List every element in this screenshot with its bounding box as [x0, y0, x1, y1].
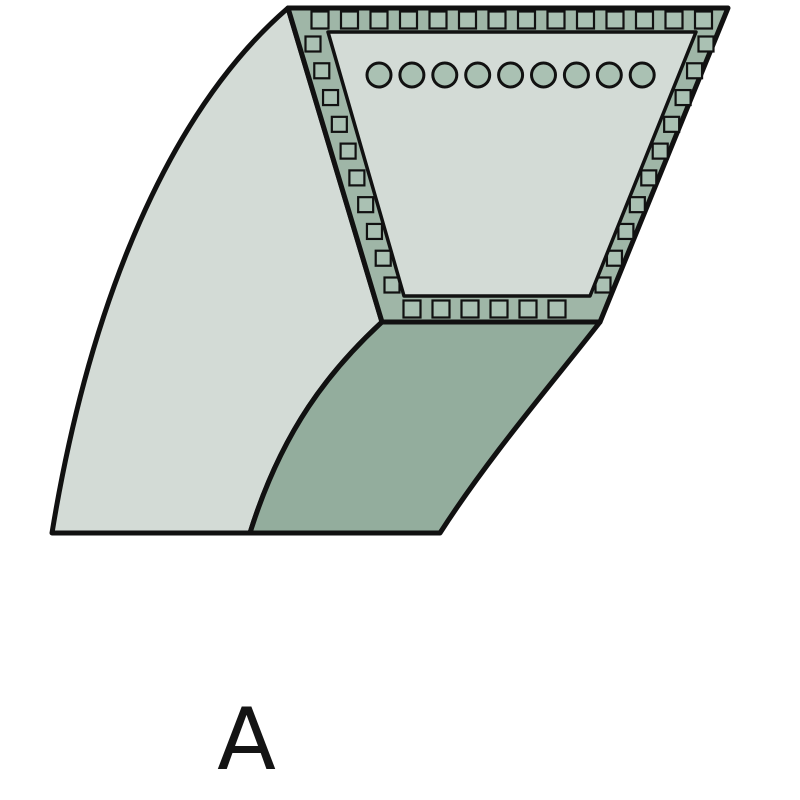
cover-square [628, 196, 646, 214]
tension-cord [628, 61, 656, 89]
cover-square [339, 10, 360, 30]
cross-section-core [326, 30, 698, 298]
cover-square [304, 35, 322, 53]
cover-square [605, 249, 624, 267]
cover-square [457, 10, 478, 30]
cover-square [313, 62, 331, 80]
cover-square [640, 169, 658, 187]
cover-square [664, 10, 684, 30]
cover-square [398, 10, 419, 30]
tension-cord [595, 61, 623, 89]
cover-square [489, 299, 509, 319]
cover-square [374, 249, 392, 267]
cover-square [674, 88, 692, 107]
cover-square [617, 222, 635, 241]
tension-cord [497, 61, 525, 89]
belt-bottom-face [247, 319, 603, 536]
cover-square [330, 115, 348, 133]
tension-cords [365, 61, 656, 89]
cover-square [697, 35, 715, 53]
tension-cord [365, 61, 393, 89]
cover-square [431, 299, 451, 319]
cover-square [516, 10, 537, 30]
cover-square [365, 222, 384, 241]
tension-cord [398, 61, 426, 89]
cover-square [487, 10, 507, 30]
cover-square [546, 10, 566, 30]
cover-square [383, 276, 401, 294]
cover-square [693, 10, 714, 30]
cover-square [402, 299, 422, 319]
cover-square [575, 10, 596, 30]
cover-square [605, 10, 625, 30]
cover-square [357, 196, 375, 214]
cover-square [310, 10, 330, 30]
cover-square [685, 62, 704, 80]
cover-square [339, 142, 357, 160]
tension-cord [562, 61, 590, 89]
cover-square [428, 10, 448, 30]
cover-square [547, 299, 567, 319]
belt-profile-label: A [217, 690, 276, 790]
tension-cord [464, 61, 492, 89]
cover-square [348, 169, 366, 187]
cover-square [634, 10, 655, 30]
cover-square [321, 88, 340, 107]
tension-cord [530, 61, 557, 89]
cover-square [663, 115, 681, 133]
cover-square [369, 10, 389, 30]
tension-cord [431, 61, 459, 89]
cover-square [518, 299, 538, 319]
cover-square [651, 142, 669, 160]
cover-square [460, 299, 480, 319]
